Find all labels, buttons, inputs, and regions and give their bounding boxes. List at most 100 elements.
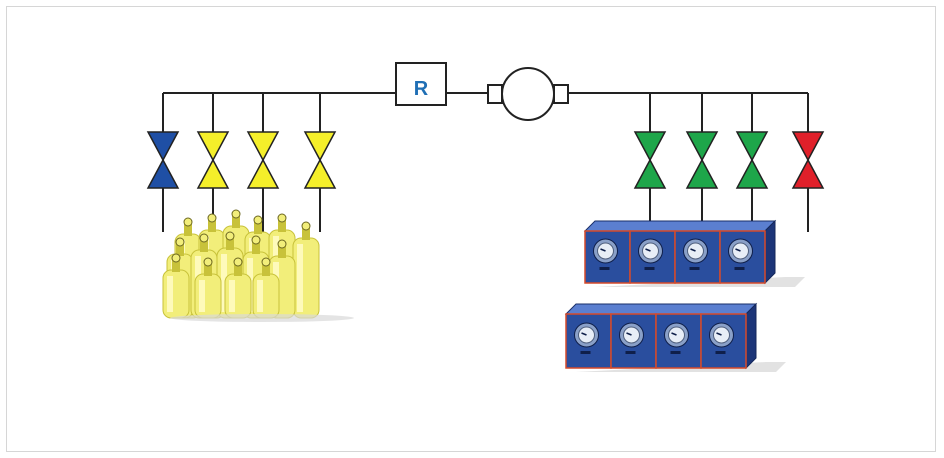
- valve-yellow-2-top: [246, 131, 280, 162]
- valve-green-2-top: [685, 131, 719, 162]
- valve-green-1-top: [633, 131, 667, 162]
- meter-row-top: [564, 303, 758, 315]
- meter-needle: [581, 332, 587, 336]
- valve-green-1-bottom: [633, 158, 667, 189]
- cylinder-neck: [234, 264, 242, 276]
- pump-body: [501, 67, 555, 121]
- cylinder-highlight: [257, 280, 263, 312]
- valve-yellow-3-top: [303, 131, 337, 162]
- cylinder-neck: [208, 220, 216, 232]
- cylinder-neck: [204, 264, 212, 276]
- valve-yellow-1-top: [196, 131, 230, 162]
- meter-needle: [735, 248, 741, 252]
- cylinder-neck: [200, 240, 208, 252]
- cylinder-valve: [225, 231, 235, 241]
- valve-red-icon: [791, 131, 825, 189]
- pump-icon: [487, 67, 569, 121]
- gas-cylinder-cluster-icon: [162, 209, 354, 322]
- valve-green-1-icon: [633, 131, 667, 189]
- meter-display: [580, 351, 591, 354]
- gas-meter: [610, 313, 657, 369]
- meter-display: [715, 351, 726, 354]
- cylinder-valve: [277, 213, 287, 223]
- cylinder-valve: [183, 217, 193, 227]
- cylinder-neck: [278, 220, 286, 232]
- meter-row-top: [583, 220, 777, 232]
- cylinder-neck: [172, 260, 180, 272]
- valve-red-top: [791, 131, 825, 162]
- valve-green-3-bottom: [735, 158, 769, 189]
- valve-yellow-1-icon: [196, 131, 230, 189]
- cylinder-highlight: [221, 254, 227, 312]
- gas-meter: [700, 313, 747, 369]
- valve-green-2-icon: [685, 131, 719, 189]
- meter-row-side: [745, 302, 757, 370]
- cylinder-neck: [302, 228, 310, 240]
- cylinder-body: [292, 237, 320, 319]
- cylinder-valve: [253, 215, 263, 225]
- diagram-frame: [6, 6, 936, 452]
- pipe-lines: [162, 92, 809, 232]
- cylinder-body: [162, 269, 190, 319]
- cylinder-body: [224, 273, 252, 319]
- valve-yellow-2-bottom: [246, 158, 280, 189]
- gas-meter: [565, 313, 612, 369]
- cylinder-highlight: [167, 276, 173, 312]
- meter-display: [734, 267, 745, 270]
- cylinder-valve: [171, 253, 181, 263]
- cylinder-valve: [301, 221, 311, 231]
- cylinder-highlight: [199, 280, 205, 312]
- cylinder-valve: [231, 209, 241, 219]
- gas-meter: [629, 230, 676, 284]
- cylinder-highlight: [229, 280, 235, 312]
- cylinder-neck: [232, 216, 240, 228]
- valve-green-3-icon: [735, 131, 769, 189]
- cylinder-neck: [184, 224, 192, 236]
- cylinder-neck: [254, 222, 262, 234]
- cylinder-valve: [199, 233, 209, 243]
- cylinder-neck: [278, 246, 286, 258]
- meter-display: [689, 267, 700, 270]
- valve-yellow-3-bottom: [303, 158, 337, 189]
- meter-row-side: [764, 219, 776, 285]
- gas-meter: [719, 230, 766, 284]
- meter-display: [599, 267, 610, 270]
- cylinder-valve: [277, 239, 287, 249]
- meter-display: [644, 267, 655, 270]
- gas-cylinder: [162, 253, 190, 319]
- valve-blue-top: [146, 131, 180, 162]
- meter-display: [670, 351, 681, 354]
- pump-right-port: [553, 84, 569, 104]
- cylinder-body: [252, 273, 280, 319]
- meter-needle: [645, 248, 651, 252]
- cylinder-valve: [233, 257, 243, 267]
- cylinder-valve: [207, 213, 217, 223]
- cylinder-valve: [203, 257, 213, 267]
- gas-cylinder: [292, 221, 320, 319]
- valve-yellow-2-icon: [246, 131, 280, 189]
- meter-needle: [690, 248, 696, 252]
- cylinder-shadow: [170, 314, 354, 322]
- regulator: R: [395, 62, 447, 106]
- valve-blue-bottom: [146, 158, 180, 189]
- cylinder-neck: [262, 264, 270, 276]
- regulator-label: R: [414, 78, 429, 100]
- cylinder-valve: [251, 235, 261, 245]
- gas-meter-box-icon: [564, 219, 805, 372]
- cylinder-neck: [176, 244, 184, 256]
- cylinder-highlight: [297, 244, 303, 312]
- meter-display: [625, 351, 636, 354]
- meter-needle: [600, 248, 606, 252]
- pump-left-port: [487, 84, 503, 104]
- cylinder-neck: [226, 238, 234, 250]
- valve-blue-icon: [146, 131, 180, 189]
- valve-yellow-3-icon: [303, 131, 337, 189]
- cylinder-neck: [252, 242, 260, 254]
- meter-needle: [716, 332, 722, 336]
- valve-green-3-top: [735, 131, 769, 162]
- gas-meter: [584, 230, 631, 284]
- meter-needle: [626, 332, 632, 336]
- valve-green-2-bottom: [685, 158, 719, 189]
- regulator-box: [395, 62, 447, 106]
